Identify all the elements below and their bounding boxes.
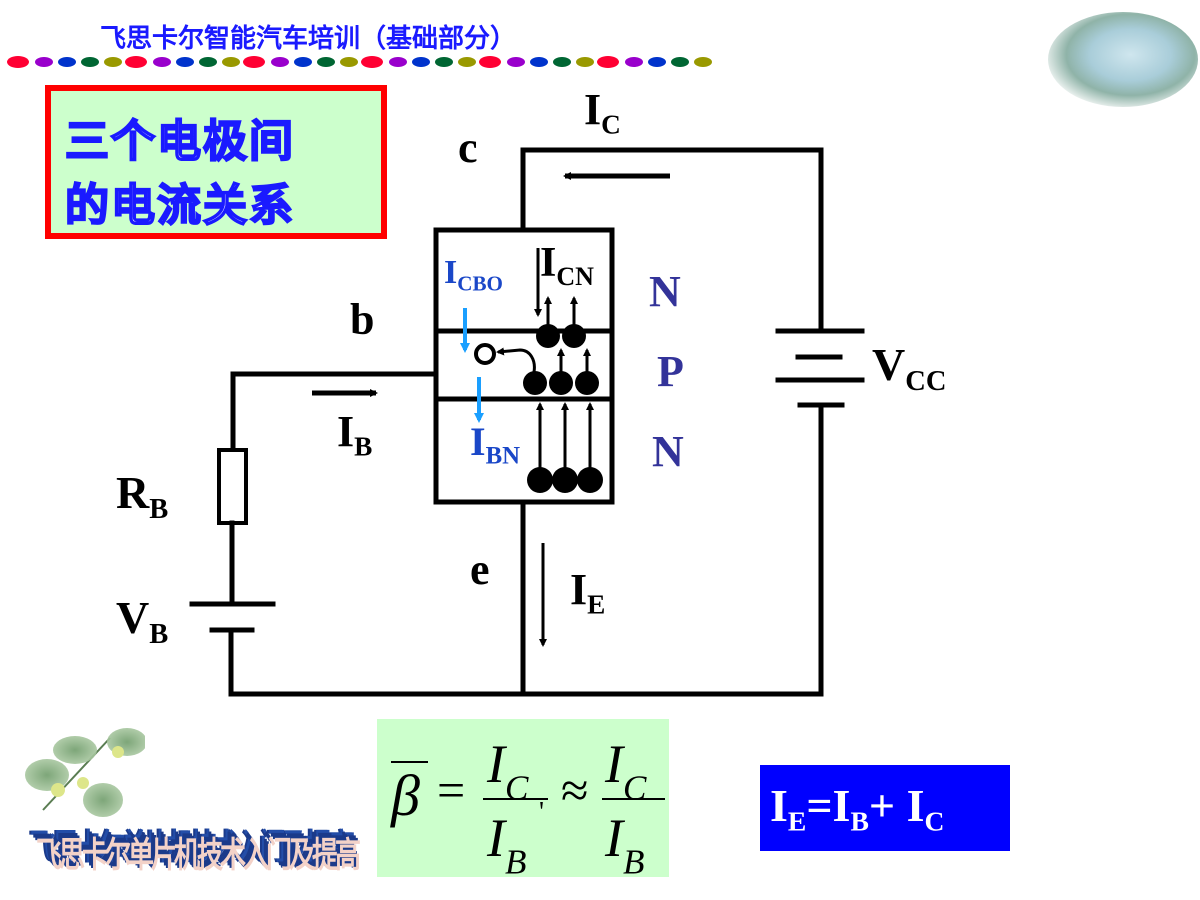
region-n-collector: N bbox=[649, 267, 681, 316]
divider-dot bbox=[7, 56, 29, 68]
electron bbox=[552, 467, 578, 493]
beta-symbol: β bbox=[391, 763, 420, 828]
ic-label: IC bbox=[584, 85, 621, 140]
electron bbox=[523, 371, 547, 395]
divider-dot bbox=[435, 57, 453, 67]
divider-dot bbox=[361, 56, 383, 68]
denominator-1: IB bbox=[487, 808, 527, 882]
numerator-1: IC bbox=[487, 734, 529, 808]
electron bbox=[562, 324, 586, 348]
divider-dot bbox=[389, 57, 407, 67]
divider-dot bbox=[625, 57, 643, 67]
title-line-2: 的电流关系 bbox=[64, 179, 295, 232]
formula-lines bbox=[391, 761, 665, 800]
base-terminal-label: b bbox=[350, 295, 375, 344]
prime-mark: ' bbox=[539, 797, 545, 828]
divider-dot bbox=[597, 56, 619, 68]
approx-sign: ≈ bbox=[561, 762, 589, 818]
current-sum-equation: IE=IB+ IC bbox=[770, 780, 945, 837]
divider-dot bbox=[671, 57, 689, 67]
region-n-emitter: N bbox=[652, 427, 684, 476]
divider-dot bbox=[412, 57, 430, 67]
numerator-2: IC bbox=[605, 734, 647, 808]
divider-dot bbox=[340, 57, 358, 67]
divider-dot bbox=[58, 57, 76, 67]
divider-dot bbox=[243, 56, 265, 68]
cathedral-photo bbox=[1048, 12, 1198, 107]
denominator-2: IB bbox=[605, 808, 645, 882]
current-sum-box: IE=IB+ IC bbox=[760, 765, 1010, 851]
divider-dot bbox=[81, 57, 99, 67]
electron bbox=[536, 324, 560, 348]
vcc-label: VCC bbox=[872, 339, 947, 397]
vb-label: VB bbox=[116, 592, 169, 650]
title-box: 三个电极间 的电流关系 bbox=[45, 85, 387, 239]
divider-dot bbox=[125, 56, 147, 68]
collector-wire bbox=[520, 147, 824, 333]
electron bbox=[549, 371, 573, 395]
divider-dot bbox=[222, 57, 240, 67]
divider-dot bbox=[104, 57, 122, 67]
divider-dot bbox=[507, 57, 525, 67]
divider-dot bbox=[271, 57, 289, 67]
equals-sign: = bbox=[437, 762, 466, 818]
title-line-1: 三个电极间 bbox=[64, 115, 295, 168]
divider-dot bbox=[458, 57, 476, 67]
electron bbox=[575, 371, 599, 395]
rb-label: RB bbox=[116, 467, 169, 525]
divider-dot bbox=[648, 57, 666, 67]
divider-dot bbox=[694, 57, 712, 67]
icn-label: ICN bbox=[540, 240, 594, 292]
divider-dot bbox=[176, 57, 194, 67]
divider-dot bbox=[479, 56, 501, 68]
base-wire bbox=[230, 371, 439, 452]
ibn-label: IBN bbox=[470, 419, 521, 470]
beta-formula-box: β = IC IB ' ≈ IC IB bbox=[377, 719, 669, 882]
divider-dot bbox=[35, 57, 53, 67]
divider-dot bbox=[576, 57, 594, 67]
divider-dot bbox=[199, 57, 217, 67]
divider-dot bbox=[530, 57, 548, 67]
collector-terminal-label: c bbox=[458, 123, 478, 172]
ib-label: IB bbox=[337, 407, 373, 462]
leaf-decoration bbox=[25, 728, 145, 817]
ie-label: IE bbox=[570, 565, 606, 620]
electron bbox=[577, 467, 603, 493]
electron bbox=[527, 467, 553, 493]
header-title: 飞思卡尔智能汽车培训（基础部分） bbox=[100, 24, 517, 54]
transistor-body bbox=[433, 227, 615, 505]
icbo-label: ICBO bbox=[444, 254, 503, 296]
divider-dot bbox=[553, 57, 571, 67]
dotted-divider bbox=[7, 56, 712, 68]
emitter-terminal-label: e bbox=[470, 545, 490, 594]
hole bbox=[474, 343, 496, 365]
footer-brand: 飞思卡尔单片机技术入门及提高 bbox=[36, 836, 361, 877]
divider-dot bbox=[153, 57, 171, 67]
recombination-path bbox=[496, 347, 536, 373]
rb-resistor bbox=[217, 448, 248, 525]
divider-dot bbox=[317, 57, 335, 67]
divider-dot bbox=[294, 57, 312, 67]
region-p-base: P bbox=[657, 347, 684, 396]
